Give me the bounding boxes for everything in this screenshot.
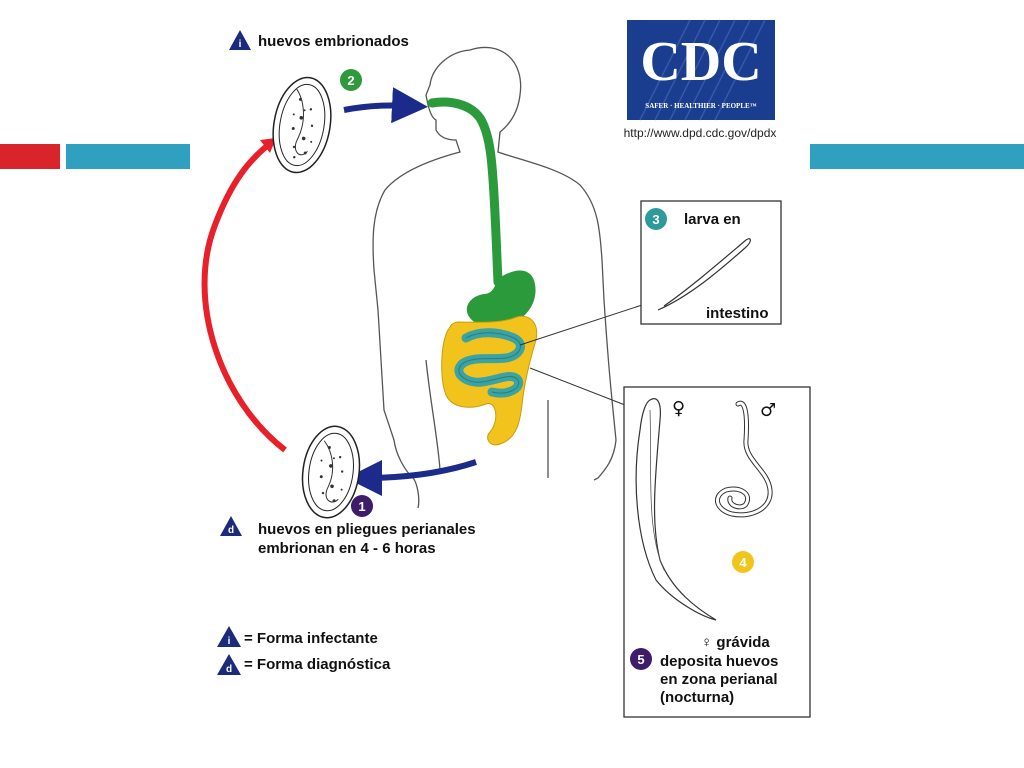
svg-text:1: 1 <box>358 499 365 514</box>
pointer-line-adults <box>529 367 626 406</box>
digestive-tract-upper <box>427 97 536 329</box>
stage-2-badge: 2 <box>340 69 362 91</box>
header-teal-bar-left <box>66 144 190 169</box>
cdc-logo-background <box>627 20 775 120</box>
adult-worms-panel: ♀ ♂ 4 ♀ grávida 5 deposita huevos en zon… <box>623 386 811 718</box>
male-symbol: ♂ <box>760 400 776 421</box>
larva-panel: 3 larva en intestino <box>640 200 782 325</box>
embryonated-egg-upper <box>272 76 332 174</box>
svg-text:2: 2 <box>347 73 354 88</box>
legend-diagnostic-text: = Forma diagnóstica <box>244 656 391 673</box>
svg-text:i: i <box>239 39 242 50</box>
stage-1-badge: 1 <box>351 495 373 517</box>
label-gravid-line4: (nocturna) <box>660 689 734 706</box>
svg-text:d: d <box>228 525 234 536</box>
cdc-url: http://www.dpd.cdc.gov/dpdx <box>624 126 777 140</box>
cdc-logo-tagline: SAFER · HEALTHIER · PEOPLE™ <box>645 102 756 110</box>
legend-diagnostic-marker: d <box>217 654 241 675</box>
stage-4-badge: 4 <box>732 551 754 573</box>
arrow-ingestion <box>343 87 428 124</box>
cdc-logo-acronym: CDC <box>640 31 761 93</box>
label-gravid-line2: deposita huevos <box>660 653 778 670</box>
female-worm-illustration <box>635 398 717 621</box>
larva-illustration <box>657 238 751 311</box>
stage-5-badge: 5 <box>630 648 652 670</box>
cdc-logo-stripes <box>639 19 766 121</box>
svg-text:d: d <box>226 664 232 675</box>
label-perianal-line2: embrionan en 4 - 6 horas <box>258 540 436 557</box>
small-intestine-outline <box>458 332 521 394</box>
legend-infective-marker: i <box>217 626 241 647</box>
svg-text:i: i <box>228 636 231 647</box>
svg-text:5: 5 <box>637 652 644 667</box>
svg-text:3: 3 <box>652 212 659 227</box>
label-embryonated-eggs: huevos embrionados <box>258 33 409 50</box>
header-accent-red-bar <box>0 144 60 169</box>
label-larva-line2: intestino <box>706 305 769 322</box>
svg-text:4: 4 <box>739 555 747 570</box>
label-gravid-line1: ♀ grávida <box>701 634 770 651</box>
pointer-line-larva <box>519 304 643 346</box>
label-gravid-line3: en zona perianal <box>660 671 778 688</box>
cdc-logo: CDC SAFER · HEALTHIER · PEOPLE™ <box>627 19 775 121</box>
legend: i = Forma infectante d = Forma diagnósti… <box>217 626 391 675</box>
arrow-reinfection-head <box>260 138 276 153</box>
infective-marker-embryonated: i <box>229 30 251 50</box>
legend-infective-text: = Forma infectante <box>244 630 378 647</box>
embryonated-egg-perianal <box>301 425 361 519</box>
label-larva-line1: larva en <box>684 211 741 228</box>
diagnostic-marker-perianal: d <box>220 516 242 536</box>
arrow-to-perianal-eggs <box>346 459 477 496</box>
label-perianal-line1: huevos en pliegues perianales <box>258 521 476 538</box>
arrow-reinfection-cycle <box>201 142 287 453</box>
female-symbol: ♀ <box>672 398 685 419</box>
stage-3-badge: 3 <box>645 208 667 230</box>
header-teal-bar-right <box>810 144 1024 169</box>
